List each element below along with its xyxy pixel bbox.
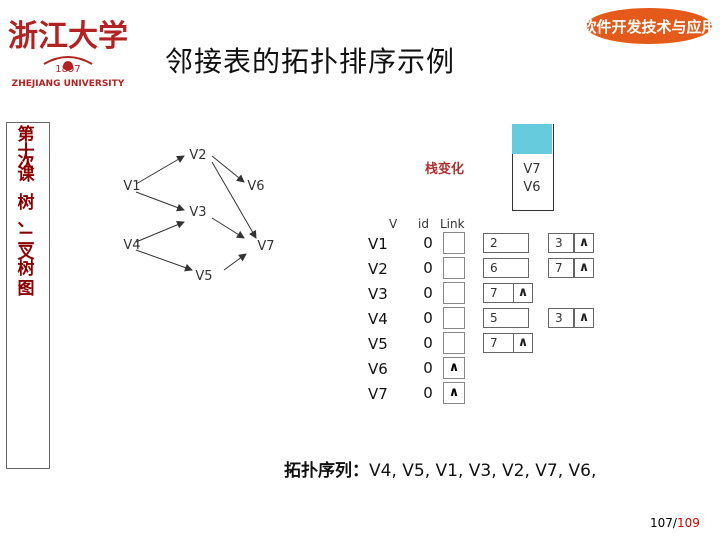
sidebar-char: 十 (17, 142, 35, 162)
topo-sequence: V4, V5, V1, V3, V2, V7, V6, (369, 461, 597, 481)
graph-node: V3 (189, 205, 207, 220)
link-pointer: ∧ (443, 357, 465, 379)
graph-node: V1 (123, 179, 141, 194)
edge-v3-v7 (211, 217, 245, 239)
edge-v1-v2 (135, 155, 185, 185)
topo-label: 拓扑序列： (284, 461, 369, 481)
sidebar-char: 树 (17, 193, 35, 213)
sidebar-char: 树 (17, 259, 35, 279)
graph-node: V4 (123, 238, 141, 253)
indegree-value: 0 (423, 284, 433, 302)
null-pointer: ∧ (513, 283, 533, 303)
null-pointer: ∧ (574, 258, 594, 278)
sidebar-char: 二 (17, 229, 35, 249)
chapter-sidebar (6, 122, 50, 469)
sidebar-char: 次 (17, 153, 35, 173)
adjacency-node: 5 (483, 308, 529, 328)
header-id: id (418, 217, 429, 231)
adjacency-node: 6 (483, 258, 529, 278)
indegree-value: 0 (423, 384, 433, 402)
sidebar-char: 叉 (17, 243, 35, 263)
null-pointer: ∧ (574, 308, 594, 328)
page-current: 107 (650, 516, 673, 530)
indegree-value: 0 (423, 359, 433, 377)
stack-item: V6 (523, 180, 541, 195)
link-pointer (443, 332, 465, 354)
header-link: Link (440, 217, 465, 231)
edge-v5-v7 (223, 253, 247, 271)
vertex-label: V4 (368, 310, 388, 328)
indegree-value: 0 (423, 309, 433, 327)
graph-node: V5 (195, 269, 213, 284)
vertex-label: V5 (368, 335, 388, 353)
stack-item: V7 (523, 162, 541, 177)
stack-fill (512, 124, 552, 154)
edge-v4-v5 (135, 249, 193, 272)
graph-node: V6 (247, 179, 265, 194)
null-pointer: ∧ (574, 233, 594, 253)
link-pointer (443, 282, 465, 304)
adjacency-node: 7 (548, 258, 574, 278)
vertex-label: V6 (368, 360, 388, 378)
graph-node: V7 (257, 239, 275, 254)
vertex-label: V3 (368, 285, 388, 303)
topological-sequence: 拓扑序列：V4, V5, V1, V3, V2, V7, V6, (284, 456, 596, 481)
svg-text:ZHEJIANG UNIVERSITY: ZHEJIANG UNIVERSITY (12, 79, 125, 89)
indegree-value: 0 (423, 259, 433, 277)
link-pointer: ∧ (443, 382, 465, 404)
course-logo: 软件开发技术与应用 (581, 4, 717, 48)
page-total: 109 (676, 516, 700, 530)
null-pointer: ∧ (513, 333, 533, 353)
adjacency-node: 3 (548, 308, 574, 328)
university-logo: 浙江大学 1897 ZHEJIANG UNIVERSITY (8, 6, 128, 94)
sidebar-char: 、 (17, 273, 35, 293)
sidebar-char: 第 (17, 125, 35, 145)
adjacency-node: 2 (483, 233, 529, 253)
link-pointer (443, 232, 465, 254)
adjacency-node: 3 (548, 233, 574, 253)
link-pointer (443, 257, 465, 279)
sidebar-char: 课 (17, 165, 35, 185)
stack-label: 栈变化 (425, 162, 465, 177)
vertex-label: V1 (368, 235, 388, 253)
edge-v2-v6 (211, 155, 245, 183)
indegree-value: 0 (423, 234, 433, 252)
sidebar-char: 、 (17, 211, 35, 231)
page-indicator: 107/109 (650, 516, 700, 530)
edge-v1-v3 (135, 191, 185, 212)
graph-node: V2 (189, 148, 207, 163)
edge-v2-v7 (211, 161, 257, 239)
svg-text:浙江大学: 浙江大学 (8, 19, 128, 54)
link-pointer (443, 307, 465, 329)
edge-v4-v3 (135, 221, 185, 243)
sidebar-char: 图 (17, 279, 35, 299)
vertex-label: V2 (368, 260, 388, 278)
vertex-label: V7 (368, 385, 388, 403)
indegree-value: 0 (423, 334, 433, 352)
svg-text:软件开发技术与应用: 软件开发技术与应用 (584, 18, 714, 36)
page-title: 邻接表的拓扑排序示例 (165, 45, 456, 78)
dag-graph (135, 155, 257, 272)
header-v: V (389, 217, 398, 231)
